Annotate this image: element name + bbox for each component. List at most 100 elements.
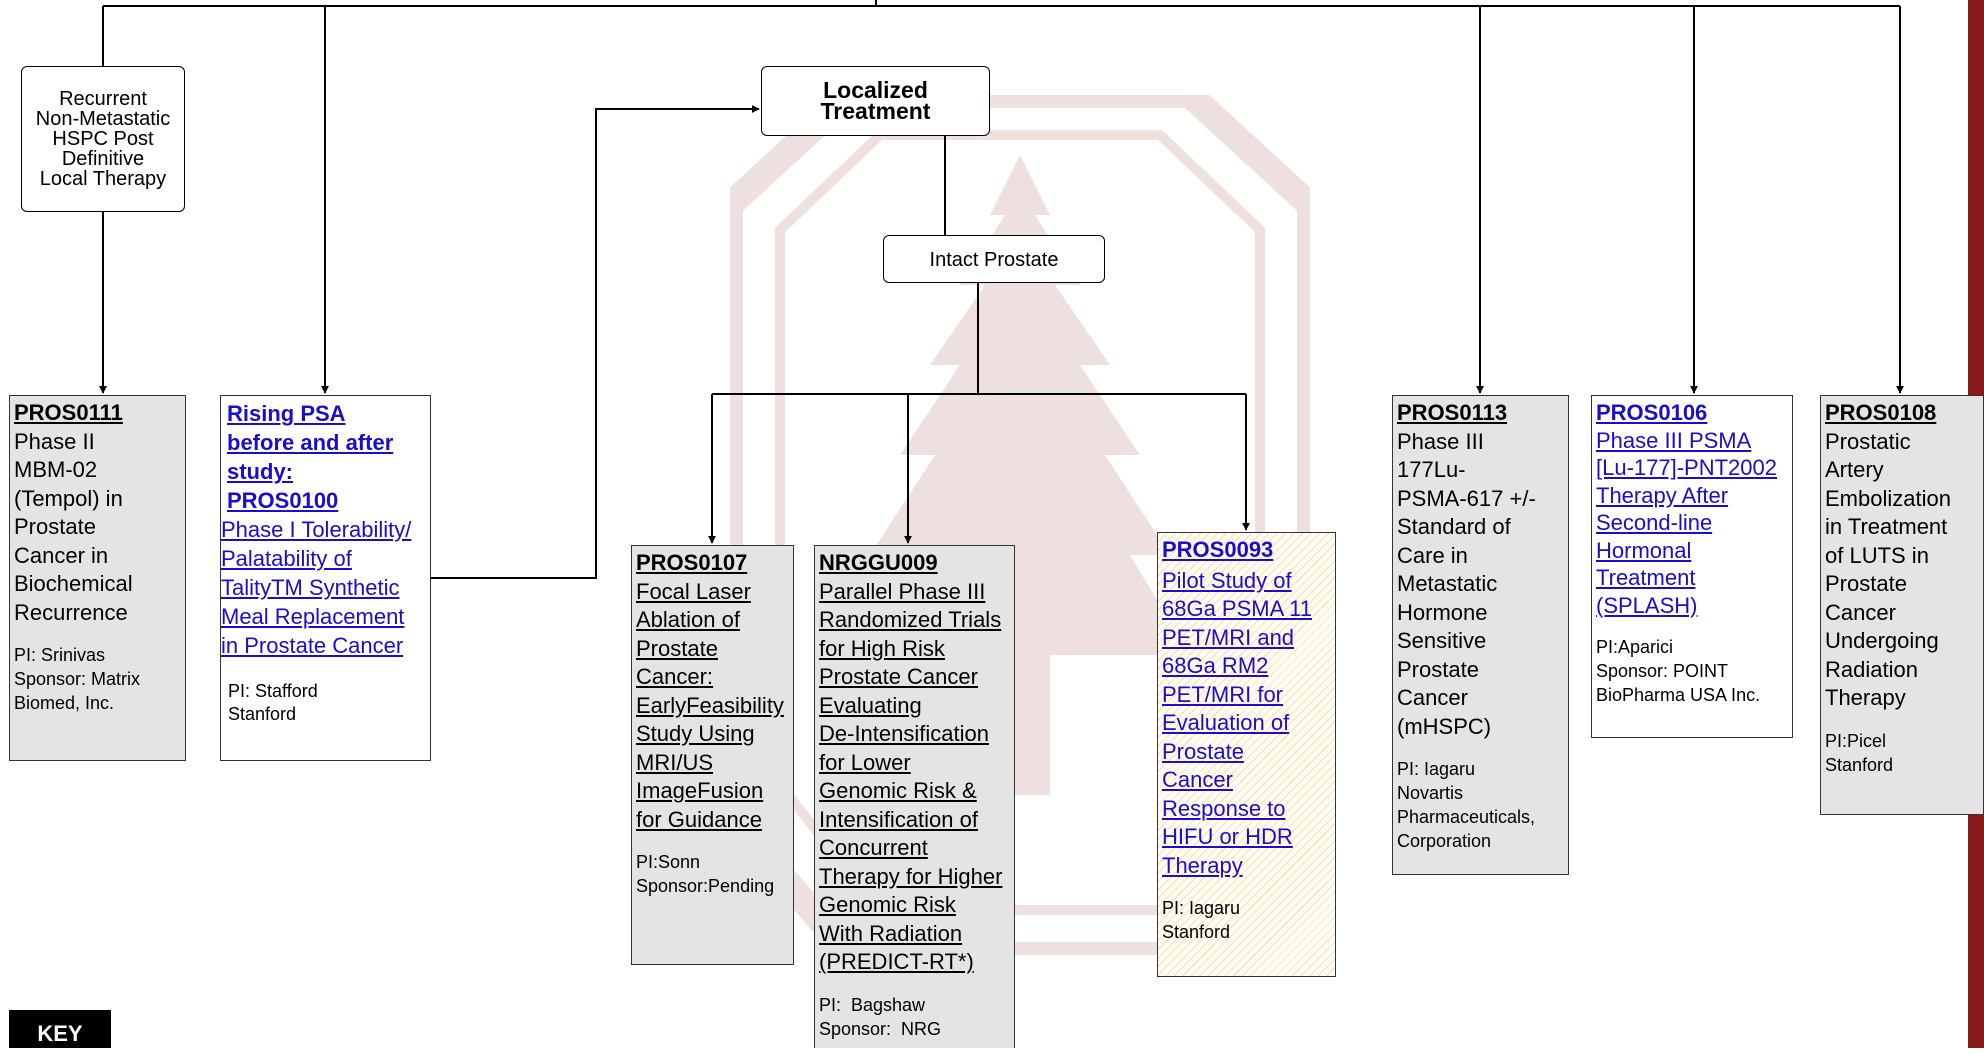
node-line: HSPC Post [52,128,154,150]
pi-line: Sponsor: POINT [1596,661,1729,681]
trial-card-pros0093: PROS0093 Pilot Study of 68Ga PSMA 11 PET… [1157,532,1336,977]
pi-line: Novartis [1397,783,1464,803]
trial-id: PROS0107 [636,550,748,575]
trial-pi-info: PI: Srinivas Sponsor: Matrix Biomed, Inc… [14,643,181,715]
heading-line: PROS0100 [227,488,339,513]
node-line: Definitive [61,148,145,170]
trial-desc-line: (mHSPC) [1397,713,1492,739]
trial-desc-line: Prostate [14,514,96,539]
pi-line: PI:Picel [1825,730,1887,751]
trial-desc-line: Evaluating [819,692,922,718]
pi-line: PI: Bagshaw [819,994,926,1015]
trial-desc-line: Prostate Cancer [819,664,978,689]
trial-desc-line: Hormone [1397,599,1488,625]
trial-desc-line: Prostate [1825,571,1907,596]
trial-desc-line: Prostate [1162,738,1244,764]
trial-desc-line: PSMA-617 +/- [1397,485,1536,511]
pi-line: PI: Iagaru [1162,898,1241,918]
trial-desc-line: Meal Replacement [221,604,405,629]
trial-pi-info: PI: Bagshaw Sponsor: NRG [819,993,1010,1041]
trial-desc-line: for High Risk [819,635,945,661]
trial-desc-line: Therapy [1825,685,1906,710]
trial-desc-line: PET/MRI and [1162,624,1295,650]
trial-desc-line: Second-line [1596,510,1713,535]
rising-psa-heading-link[interactable]: Rising PSA before and after study: PROS0… [224,399,426,515]
node-localized-treatment: Localized Treatment [761,66,990,136]
trial-title-link[interactable]: Pilot Study of 68Ga PSMA 11 PET/MRI and … [1162,567,1331,881]
pi-line: Biomed, Inc. [14,693,115,713]
trial-title-link[interactable]: Phase I Tolerability/ Palatability of Ta… [221,515,426,660]
trial-desc-line: (SPLASH) [1596,592,1698,618]
trial-desc-line: Therapy After [1596,482,1729,508]
arrow-rising-to-localized [431,105,760,579]
trial-desc-line: Care in [1397,542,1468,568]
trial-desc-line: Evaluation of [1162,710,1290,735]
trial-desc-line: Ablation of [636,607,740,632]
trial-card-pros0113: PROS0113 Phase III 177Lu- PSMA-617 +/- S… [1392,395,1569,875]
node-line: Local Therapy [39,168,167,190]
heading-line: study: [227,459,293,484]
trial-desc-line: Parallel Phase III [819,578,986,604]
trial-desc-line: HIFU or HDR [1162,824,1293,849]
key-legend-label: KEY [9,1010,111,1048]
trial-desc-line: Cancer [1397,685,1468,710]
trial-card-pros0111: PROS0111 Phase II MBM-02 (Tempol) in Pro… [9,395,186,761]
trial-desc-line: Genomic Risk [819,892,956,917]
trial-id-link[interactable]: PROS0106 [1596,400,1708,425]
pi-line: PI:Sonn [636,852,701,872]
pi-line: Corporation [1397,831,1492,851]
trial-desc-line: Therapy for Higher [819,863,1003,889]
trial-title-underlined: Parallel Phase III Randomized Trials for… [819,578,1010,977]
trial-desc-line: in Prostate Cancer [221,633,404,658]
trial-desc-line: Recurrence [14,599,128,625]
trial-desc-line: MRI/US [636,749,713,775]
trial-desc-line: Embolization [1825,485,1951,511]
trial-id: PROS0111 [14,400,123,425]
heading-line: Rising PSA [227,401,346,426]
trial-desc-line: (PREDICT-RT*) [819,949,974,974]
trial-id: NRGGU009 [819,550,938,575]
node-line: Treatment [820,98,931,124]
trial-desc-line: Focal Laser [636,578,751,604]
trial-desc-line: Phase III PSMA [1596,427,1752,453]
trial-id: PROS0108 [1825,400,1937,425]
node-line: Non-Metastatic [35,108,171,130]
pi-line: Sponsor: Matrix [14,669,141,689]
pi-line: PI: Srinivas [14,645,106,665]
trial-desc-line: Metastatic [1397,571,1498,596]
trial-card-pros0107: PROS0107 Focal Laser Ablation of Prostat… [631,545,794,965]
node-line: Recurrent [59,88,147,110]
trial-desc-line: Therapy [1162,852,1243,878]
trial-pi-info: PI:Aparici Sponsor: POINT BioPharma USA … [1596,635,1788,707]
pi-line: BioPharma USA Inc. [1596,685,1761,705]
trial-desc-line: Sensitive [1397,628,1487,653]
pi-line: Pharmaceuticals, [1397,807,1536,827]
trial-desc-line: With Radiation [819,920,963,946]
trial-card-pros0100: Rising PSA before and after study: PROS0… [220,395,431,761]
trial-desc-line: Standard of [1397,514,1511,539]
trial-card-pros0108: PROS0108 Prostatic Artery Embolization i… [1820,395,1984,815]
trial-desc-line: Study Using [636,721,755,746]
pi-line: Sponsor: NRG [819,1018,942,1039]
trial-card-nrggu009: NRGGU009 Parallel Phase III Randomized T… [814,545,1015,1048]
trial-desc-line: Response to [1162,795,1286,821]
pi-line: Stanford [1825,754,1894,775]
trial-desc-line: Concurrent [819,835,928,860]
trial-desc-line: 177Lu- [1397,457,1466,482]
trial-pi-info: PI: Iagaru Stanford [1162,896,1331,944]
trial-pi-info: PI: Iagaru Novartis Pharmaceuticals, Cor… [1397,757,1564,853]
trial-desc-line: for Lower [819,749,911,775]
trial-id-link[interactable]: PROS0093 [1162,537,1274,562]
trial-desc-line: Treatment [1596,565,1696,590]
trial-desc-line: 68Ga RM2 [1162,653,1269,678]
pi-line: Sponsor:Pending [636,876,775,896]
trial-desc-line: Randomized Trials [819,607,1002,632]
trial-desc-line: MBM-02 [14,457,98,482]
trial-desc-line: Prostatic [1825,428,1911,454]
trial-title-link[interactable]: Phase III PSMA [Lu-177]-PNT2002 Therapy … [1596,427,1788,620]
trial-desc-line: Biochemical [14,571,133,596]
pi-line: Stanford [228,704,297,724]
trial-card-pros0106: PROS0106 Phase III PSMA [Lu-177]-PNT2002… [1591,395,1793,738]
